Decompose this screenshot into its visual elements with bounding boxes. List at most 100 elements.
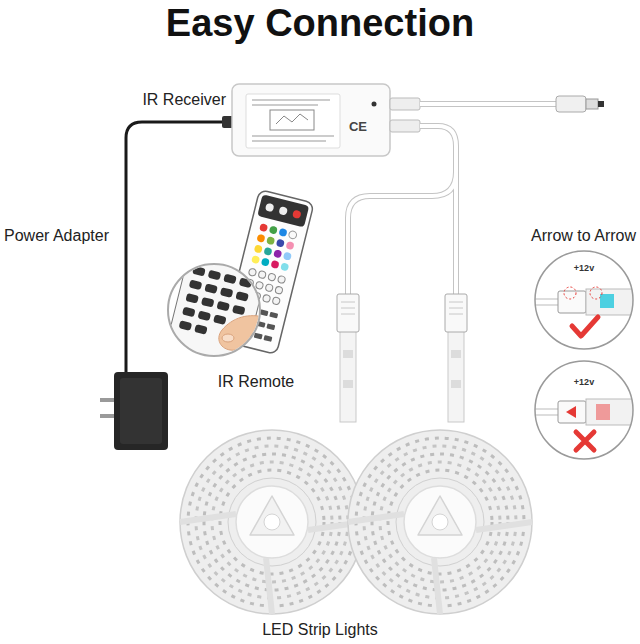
ir-remote xyxy=(280,262,289,271)
ir-remote xyxy=(272,297,280,305)
ir-remote xyxy=(254,333,263,340)
ir-remote xyxy=(251,255,260,264)
led-reel xyxy=(372,454,508,590)
label-wrap: Arrow to Arrow xyxy=(531,226,636,245)
ir-remote xyxy=(255,281,263,289)
ir-remote xyxy=(258,270,266,278)
strip-lead xyxy=(451,380,461,388)
led-reel xyxy=(264,514,280,530)
strip-lead xyxy=(340,330,356,422)
ir-receiver-box xyxy=(390,98,420,110)
remote-closeup xyxy=(213,314,227,325)
part-label: Arrow to Arrow xyxy=(531,226,636,245)
led-reel xyxy=(228,478,316,566)
remote-closeup xyxy=(185,293,199,304)
inset-wrong xyxy=(566,406,576,418)
ir-remote xyxy=(257,194,309,227)
dc-jack xyxy=(556,96,604,112)
part-label: Power Adapter xyxy=(4,226,109,245)
strip-lead xyxy=(340,330,464,422)
led-reel xyxy=(432,514,448,530)
ir-remote xyxy=(278,228,287,237)
ir-remote xyxy=(278,206,288,216)
ir-remote xyxy=(277,275,285,283)
strip-lead xyxy=(451,350,461,358)
led-reel xyxy=(204,454,340,590)
led-reel xyxy=(180,430,364,614)
label-wrap: Power Adapter xyxy=(4,226,109,245)
inset-correct xyxy=(558,291,586,313)
ir-receiver-box xyxy=(270,110,314,130)
ir-receiver-box xyxy=(232,84,390,156)
remote-closeup xyxy=(222,334,234,342)
remote-closeup xyxy=(232,305,246,316)
voltage-mark: +12v xyxy=(534,264,634,274)
inset-circle: +12v xyxy=(534,360,634,460)
inset-correct xyxy=(572,317,598,336)
ir-remote xyxy=(283,252,292,261)
led-reel xyxy=(188,438,356,606)
strip-connector xyxy=(445,294,467,332)
dc-jack xyxy=(586,99,598,109)
dc-jack xyxy=(598,101,604,107)
cable xyxy=(348,172,456,296)
strip-connector xyxy=(337,294,359,332)
remote-closeup xyxy=(162,254,272,380)
strip-lead xyxy=(448,330,464,422)
ir-remote xyxy=(266,323,275,330)
remote-closeup xyxy=(179,320,193,331)
label-wrap: LED Strip Lights xyxy=(262,620,378,639)
power-adapter xyxy=(114,372,168,450)
ir-remote xyxy=(265,203,275,213)
cable xyxy=(420,126,456,296)
ir-remote xyxy=(263,247,272,256)
inset-circle: +12v xyxy=(534,250,634,350)
strip-connector xyxy=(449,302,463,314)
inset-correct xyxy=(564,287,576,299)
ir-remote xyxy=(273,249,282,258)
led-reel xyxy=(196,446,348,598)
led-reel xyxy=(236,486,308,558)
remote-closeup xyxy=(208,270,222,281)
ir-remote xyxy=(265,284,273,292)
ir-remote xyxy=(261,257,270,266)
inset-wrong xyxy=(558,401,586,423)
ir-remote xyxy=(256,234,265,243)
power-adapter xyxy=(120,378,162,444)
led-reel xyxy=(180,430,364,614)
inset-wrong xyxy=(530,361,640,459)
part-label: LED Strip Lights xyxy=(262,620,378,639)
strip-connector xyxy=(341,302,355,314)
ir-receiver-box xyxy=(276,114,308,124)
ir-remote xyxy=(263,335,272,342)
strip-lead xyxy=(343,350,353,358)
remote-closeup xyxy=(194,324,208,335)
part-label: IR Remote xyxy=(218,372,294,391)
ir-receiver-box xyxy=(222,84,420,156)
led-reel xyxy=(212,462,332,582)
remote-closeup xyxy=(168,264,260,356)
strip-connector xyxy=(337,294,467,332)
cable xyxy=(420,126,456,296)
ir-remote xyxy=(276,239,285,248)
remote-closeup xyxy=(216,301,230,312)
ir-remote xyxy=(288,230,297,239)
label-wrap: IR Receiver xyxy=(142,90,226,109)
led-reel xyxy=(388,470,492,574)
ir-remote xyxy=(248,268,256,276)
led-reel xyxy=(250,496,294,535)
remote-closeup xyxy=(235,291,249,302)
remote-closeup xyxy=(220,287,234,298)
led-reel xyxy=(356,438,524,606)
inset-correct xyxy=(590,287,602,299)
ir-remote xyxy=(275,286,283,294)
ir-remote xyxy=(262,294,270,302)
remote-closeup xyxy=(204,283,218,294)
ir-remote xyxy=(269,312,278,319)
remote-closeup xyxy=(223,274,237,285)
ir-receiver-box xyxy=(246,94,340,148)
ir-remote xyxy=(266,236,275,245)
